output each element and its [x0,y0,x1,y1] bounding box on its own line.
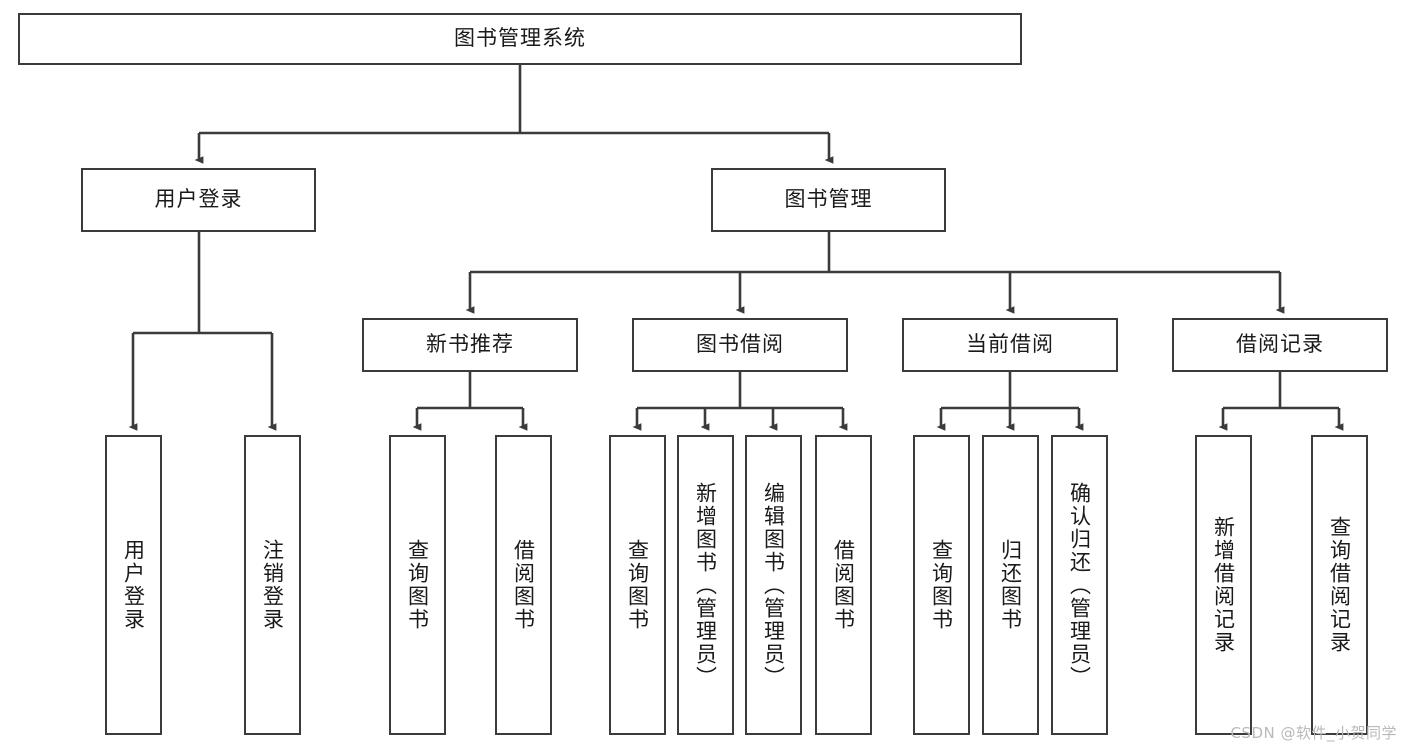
leaf-logout[interactable]: 注销登录 [244,435,301,735]
node-label: 用户登录 [154,187,243,212]
node-label: 新书推荐 [426,332,514,357]
leaf-query-books-current[interactable]: 查询图书 [913,435,970,735]
leaf-query-borrowing-record[interactable]: 查询借阅记录 [1311,435,1368,735]
leaf-add-borrowing-record[interactable]: 新增借阅记录 [1195,435,1252,735]
node-label: 查询图书 [405,539,430,631]
node-label: 借阅图书 [511,539,536,631]
node-label: 用户登录 [121,539,146,631]
node-label: 图书借阅 [696,332,784,357]
node-root-book-management-system[interactable]: 图书管理系统 [18,13,1022,65]
node-book-borrowing[interactable]: 图书借阅 [632,318,848,372]
node-label: 确认归还（管理员） [1067,481,1092,689]
leaf-return-books[interactable]: 归还图书 [982,435,1039,735]
leaf-edit-book-admin[interactable]: 编辑图书（管理员） [745,435,802,735]
node-label: 图书管理系统 [454,26,586,51]
node-label: 查询图书 [929,539,954,631]
leaf-query-books-recommendation[interactable]: 查询图书 [389,435,446,735]
leaf-borrow-books-borrowing[interactable]: 借阅图书 [815,435,872,735]
leaf-borrow-books-recommendation[interactable]: 借阅图书 [495,435,552,735]
node-label: 当前借阅 [966,332,1054,357]
node-borrowing-records[interactable]: 借阅记录 [1172,318,1388,372]
leaf-confirm-return-admin[interactable]: 确认归还（管理员） [1051,435,1108,735]
node-book-management[interactable]: 图书管理 [711,168,946,232]
node-current-borrowing[interactable]: 当前借阅 [902,318,1118,372]
node-label: 归还图书 [998,539,1023,631]
node-label: 查询借阅记录 [1327,516,1352,654]
leaf-query-books-borrowing[interactable]: 查询图书 [609,435,666,735]
node-label: 图书管理 [784,187,873,212]
node-label: 新增图书（管理员） [693,481,718,689]
node-label: 借阅记录 [1236,332,1324,357]
node-label: 注销登录 [260,539,285,631]
node-label: 借阅图书 [831,539,856,631]
node-new-book-recommendation[interactable]: 新书推荐 [362,318,578,372]
csdn-watermark: CSDN @软件_小贺同学 [1230,724,1397,742]
leaf-add-book-admin[interactable]: 新增图书（管理员） [677,435,734,735]
leaf-user-login[interactable]: 用户登录 [105,435,162,735]
node-label: 新增借阅记录 [1211,516,1236,654]
node-label: 查询图书 [625,539,650,631]
node-user-login[interactable]: 用户登录 [81,168,316,232]
node-label: 编辑图书（管理员） [761,481,786,689]
